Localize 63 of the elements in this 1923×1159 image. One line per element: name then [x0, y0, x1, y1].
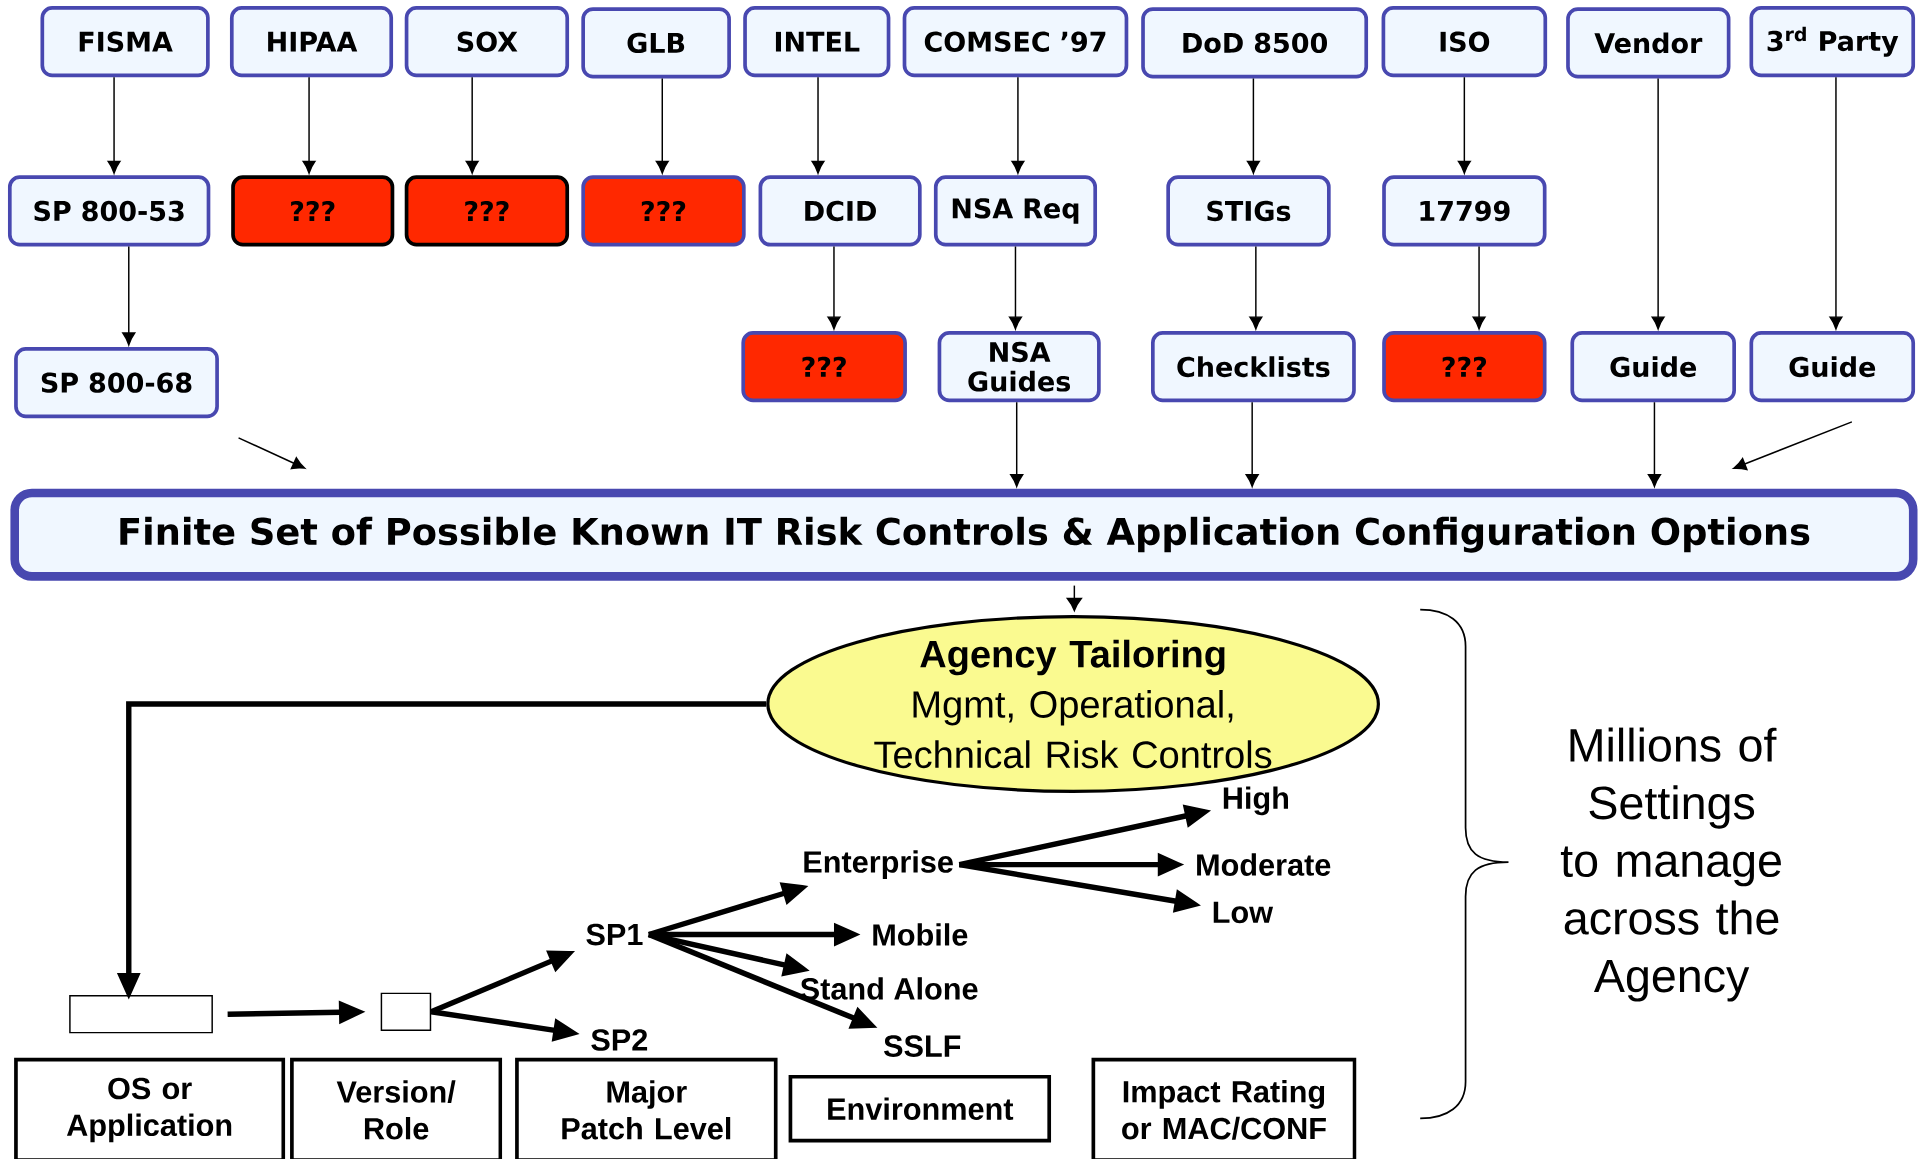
arrow	[1457, 76, 1471, 174]
arrow	[1733, 421, 1853, 471]
option-label: Mobile	[873, 923, 968, 946]
category-box: Impact Rating or MAC/CONF	[1091, 1057, 1357, 1159]
source-box: STIGs	[1166, 175, 1331, 247]
arrow	[1010, 401, 1024, 488]
arrow	[302, 76, 316, 174]
empty-box	[380, 992, 432, 1031]
arrow	[465, 76, 479, 174]
category-box: Major Patch Level	[515, 1057, 778, 1159]
option-label: Moderate	[1197, 853, 1331, 876]
source-box: DCID	[758, 175, 922, 247]
banner-box: Finite Set of Possible Known IT Risk Controls & Application Configuration Options	[10, 488, 1918, 581]
source-box: Guide	[1570, 331, 1736, 403]
source-box: SOX	[404, 6, 570, 78]
source-box: FISMA	[40, 6, 210, 78]
source-box: NSA Req	[933, 175, 1098, 247]
source-box: 3$^{rd}$ Party	[1749, 6, 1916, 78]
category-box: OS or Application	[14, 1057, 286, 1159]
option-label: SP1	[586, 923, 643, 946]
source-box: ISO	[1381, 6, 1548, 78]
empty-box	[69, 995, 213, 1034]
arrow	[107, 76, 121, 174]
source-box: INTEL	[743, 6, 891, 78]
arrow	[1651, 77, 1665, 330]
arrow	[1011, 76, 1025, 174]
arrow	[1245, 401, 1259, 488]
source-box: Vendor	[1566, 7, 1731, 79]
source-box: Checklists	[1151, 331, 1356, 403]
source-box: 17799	[1382, 175, 1547, 247]
option-label: Low	[1213, 901, 1274, 924]
arrow	[827, 245, 841, 330]
unknown-box: ???	[581, 175, 746, 247]
option-label: SSLF	[884, 1035, 961, 1057]
category-box: Environment	[788, 1074, 1052, 1143]
arrow	[1246, 77, 1260, 174]
source-box: SP 800-68	[14, 347, 219, 419]
unknown-box: ???	[1382, 331, 1547, 403]
side-note: Millions of Settings to manage across the Agency	[1560, 727, 1781, 1002]
option-label: Stand Alone	[800, 977, 978, 1000]
source-box: SP 800-53	[7, 175, 211, 247]
arrow	[1647, 401, 1662, 488]
arrow	[237, 437, 306, 470]
source-box: Guide	[1749, 331, 1916, 403]
arrow	[811, 76, 825, 174]
arrow	[1249, 245, 1263, 330]
option-label: SP2	[591, 1029, 648, 1051]
unknown-box: ???	[741, 331, 907, 403]
source-box: DoD 8500	[1141, 7, 1369, 79]
arrow	[1066, 584, 1082, 612]
unknown-box: ???	[404, 175, 570, 247]
arrow	[655, 77, 669, 174]
category-box: Version/ Role	[290, 1057, 503, 1159]
source-box: NSA Guides	[937, 331, 1101, 403]
arrow	[1008, 245, 1023, 330]
arrow	[122, 245, 136, 346]
source-box: GLB	[581, 7, 731, 79]
arrow	[1829, 76, 1843, 330]
source-box: HIPAA	[229, 6, 394, 78]
option-label: Enterprise	[804, 850, 953, 879]
arrow	[1472, 245, 1486, 330]
unknown-box: ???	[231, 175, 395, 247]
source-box: COMSEC ’97	[902, 6, 1129, 78]
